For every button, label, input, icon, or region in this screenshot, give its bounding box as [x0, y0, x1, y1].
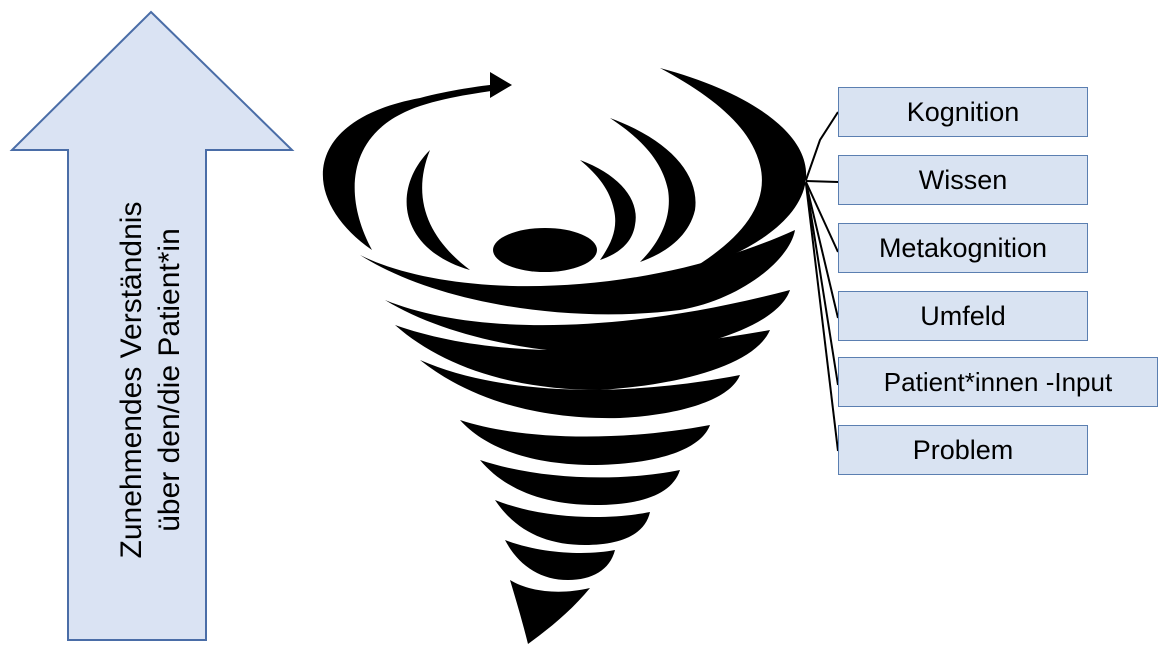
- tornado-band-1: [360, 230, 795, 315]
- tornado-icon: [322, 68, 807, 644]
- tornado-top-arc: [322, 84, 498, 250]
- label-umfeld: Umfeld: [838, 291, 1088, 341]
- tornado-band-8: [505, 540, 615, 580]
- tornado-eye: [493, 228, 597, 272]
- label-wissen: Wissen: [838, 155, 1088, 205]
- tornado-right-inner-arc-1: [610, 118, 696, 262]
- tornado-band-6: [480, 460, 680, 505]
- tornado-band-3: [395, 325, 770, 390]
- tornado-band-4: [420, 360, 740, 419]
- tornado-right-inner-arc-2: [580, 160, 636, 260]
- label-kognition: Kognition: [838, 87, 1088, 137]
- arrow-label: Zunehmendes Verständnis über den/die Pat…: [113, 100, 189, 660]
- tornado-band-7: [495, 500, 650, 545]
- arrow-label-line-1: Zunehmendes Verständnis: [115, 201, 148, 559]
- label-problem: Problem: [838, 425, 1088, 475]
- diagram-canvas: [9, 10, 839, 644]
- tornado-band-2: [385, 290, 790, 354]
- connector-lines: [805, 111, 839, 452]
- connector-kognition: [805, 111, 839, 181]
- tornado-arrowhead: [490, 72, 512, 98]
- tornado-right-arc: [660, 68, 807, 270]
- connector-patient-input: [805, 182, 839, 386]
- connector-wissen: [805, 180, 839, 183]
- tornado-inner-left-arc: [406, 150, 470, 270]
- connector-umfeld: [805, 182, 839, 319]
- connector-metakognition: [805, 181, 839, 253]
- connector-problem: [805, 183, 839, 452]
- tornado-band-5: [460, 420, 710, 465]
- arrow-label-line-2: über den/die Patient*in: [153, 228, 186, 532]
- tornado-tip: [510, 580, 590, 644]
- label-metakognition: Metakognition: [838, 223, 1088, 273]
- up-arrow-shape: [9, 10, 295, 641]
- label-patient-input: Patient*innen -Input: [838, 357, 1158, 407]
